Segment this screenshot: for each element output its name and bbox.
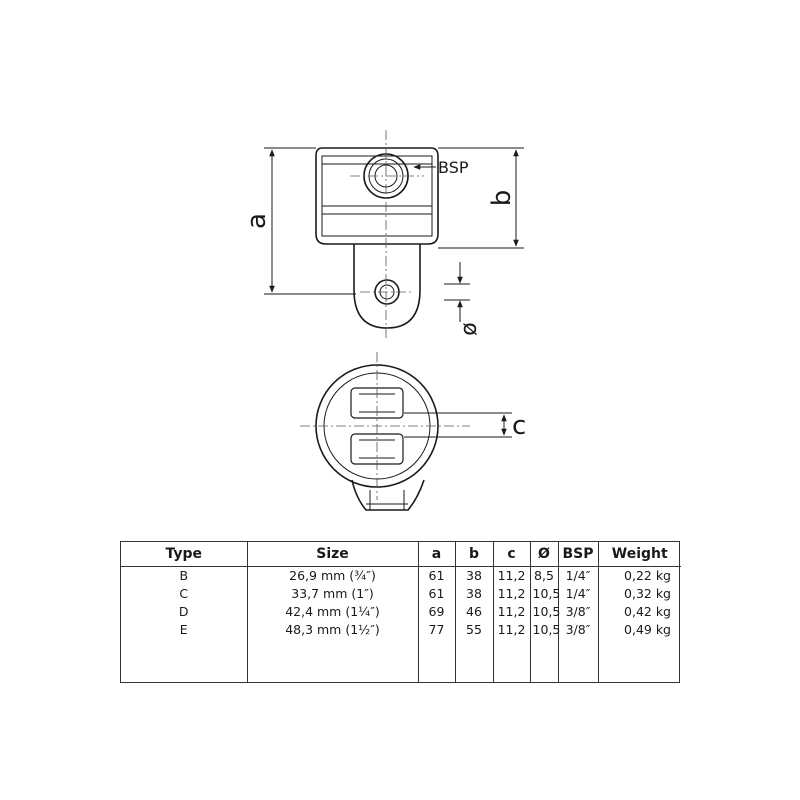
cell-diameter: 10,5 [529,603,560,621]
technical-drawing: a b BSP ø c [242,130,526,511]
cell-diameter: 10,5 [529,585,560,603]
cell-type: E [179,622,188,637]
header-diameter: Ø [529,542,558,567]
dimension-c [404,412,512,438]
bsp-label: BSP [438,158,469,177]
dimension-a-label: a [242,213,272,229]
cell-type: C [179,586,189,601]
cell-bsp: 3/8″ [557,603,598,621]
dimension-b [438,147,524,249]
cell-b: 38 [454,585,493,603]
header-c: c [492,542,530,567]
cell-weight: 0,22 kg [597,566,681,585]
lug-outline [353,244,421,329]
cell-diameter: 8,5 [529,566,558,585]
dimension-b-label: b [487,190,517,207]
cell-weight: 0,32 kg [597,585,681,603]
header-weight: Weight [597,542,681,567]
cell-b: 38 [454,566,493,585]
cell-diameter: 10,5 [529,621,560,639]
cell-weight: 0,49 kg [597,621,681,639]
cell-b: 46 [454,603,493,621]
table-header-row: Type Size a b c Ø BSP Weight [121,542,681,567]
cell-b: 55 [454,621,493,639]
cell-bsp: 3/8″ [557,621,598,639]
cell-c: 11,2 [492,603,530,621]
dimension-diameter-label: ø [457,322,482,335]
cell-weight: 0,42 kg [597,603,681,621]
table-row: E 48,3 mm (1½″) 77 55 11,2 10,5 3/8″ 0,4… [121,621,681,639]
header-a: a [417,542,455,567]
cell-size: 48,3 mm (1½″) [246,621,418,639]
side-view-centerlines [350,130,424,340]
cell-c: 11,2 [492,585,530,603]
header-b: b [454,542,493,567]
cell-size: 42,4 mm (1¼″) [246,603,418,621]
cell-c: 11,2 [492,566,530,585]
cell-c: 11,2 [492,621,530,639]
cell-a: 77 [417,621,455,639]
table-filler-row [121,639,681,682]
table-row: D 42,4 mm (1¼″) 69 46 11,2 10,5 3/8″ 0,4… [121,603,681,621]
cell-type: D [178,604,189,619]
plan-view-centerlines [300,352,470,500]
dimension-c-label: c [512,411,526,441]
cell-bsp: 1/4″ [557,566,598,585]
dimension-a [264,147,356,295]
cell-a: 61 [417,566,455,585]
plan-boss-outline [351,479,425,511]
table-row: B 26,9 mm (¾″) 61 38 11,2 8,5 1/4″ 0,22 … [121,566,681,585]
cell-a: 61 [417,585,455,603]
cell-size: 33,7 mm (1″) [246,585,418,603]
header-size: Size [246,542,418,567]
socket-body-outline [315,147,439,245]
cell-bsp: 1/4″ [557,585,598,603]
cell-type: B [179,568,189,583]
table-row: C 33,7 mm (1″) 61 38 11,2 10,5 1/4″ 0,32… [121,585,681,603]
side-view [315,147,439,329]
header-type: Type [121,542,247,567]
dimension-diameter [444,262,470,322]
header-bsp: BSP [557,542,598,567]
cell-size: 26,9 mm (¾″) [246,566,418,585]
spec-table: Type Size a b c Ø BSP Weight B 26,9 mm (… [120,541,681,683]
cell-a: 69 [417,603,455,621]
